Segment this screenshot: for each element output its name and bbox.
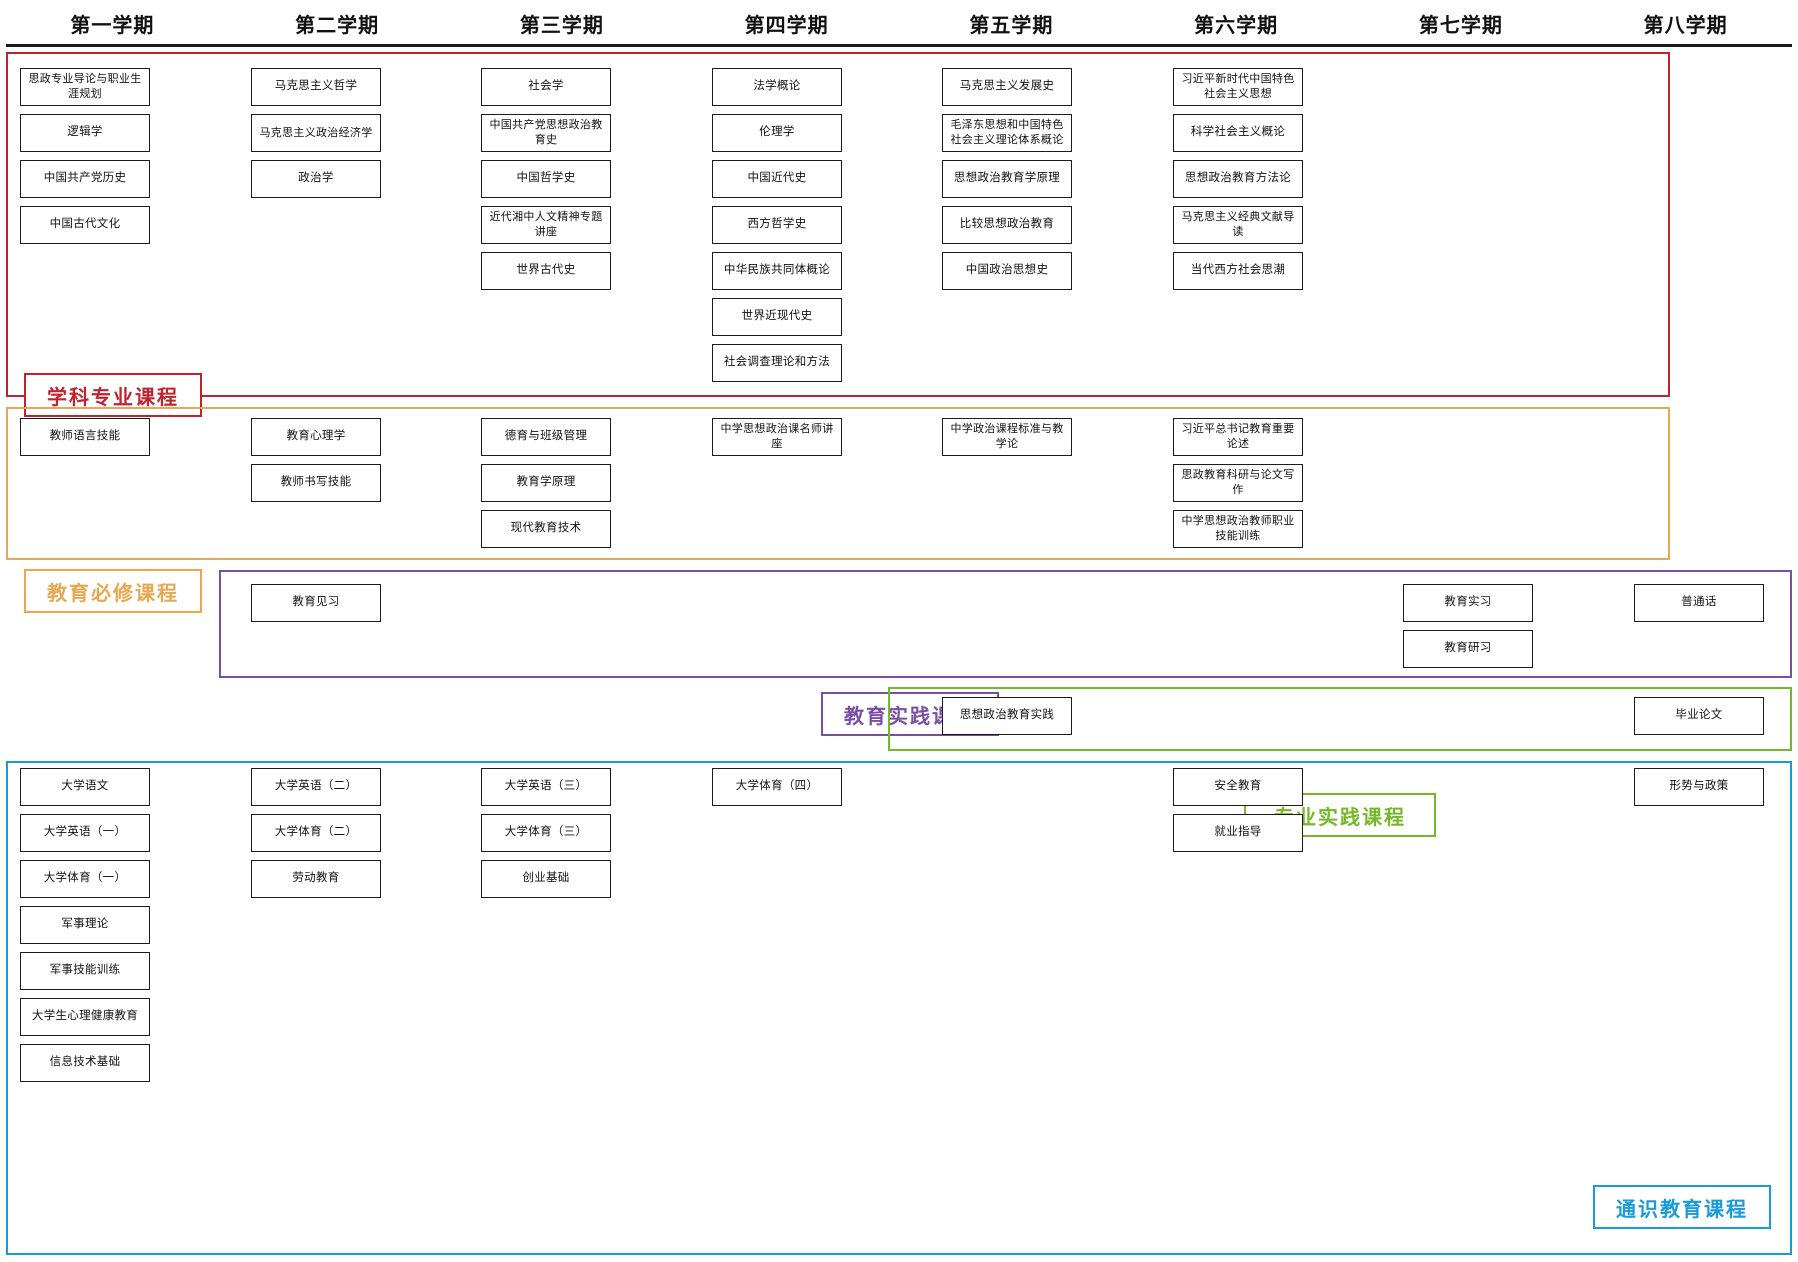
course-box[interactable]: 大学语文 [20,768,150,806]
course-box[interactable]: 大学体育（二） [251,814,381,852]
group-label-education-required: 教育必修课程 [24,569,202,613]
course-box[interactable]: 世界古代史 [481,252,611,290]
semester-header-row: 第一学期 第二学期 第三学期 第四学期 第五学期 第六学期 第七学期 第八学期 [0,0,1798,46]
course-box[interactable]: 法学概论 [712,68,842,106]
course-box[interactable]: 中国近代史 [712,160,842,198]
course-box[interactable]: 马克思主义经典文献导读 [1173,206,1303,244]
course-box[interactable]: 德育与班级管理 [481,418,611,456]
group-label-general-education: 通识教育课程 [1593,1185,1771,1229]
course-box[interactable]: 思政教育科研与论文写作 [1173,464,1303,502]
course-box[interactable]: 中国政治思想史 [942,252,1072,290]
course-box[interactable]: 马克思主义发展史 [942,68,1072,106]
course-box[interactable]: 思政专业导论与职业生涯规划 [20,68,150,106]
course-box[interactable]: 安全教育 [1173,768,1303,806]
course-box[interactable]: 中华民族共同体概论 [712,252,842,290]
course-box[interactable]: 近代湘中人文精神专题讲座 [481,206,611,244]
group-frame-education-required [6,407,1670,560]
course-box[interactable]: 中学思想政治课名师讲座 [712,418,842,456]
course-box[interactable]: 习近平总书记教育重要论述 [1173,418,1303,456]
course-box[interactable]: 教育实习 [1403,584,1533,622]
course-box[interactable]: 现代教育技术 [481,510,611,548]
course-box[interactable]: 教师书写技能 [251,464,381,502]
course-box[interactable]: 思想政治教育方法论 [1173,160,1303,198]
group-frame-education-practice [219,570,1792,678]
course-box[interactable]: 创业基础 [481,860,611,898]
course-box[interactable]: 中国共产党历史 [20,160,150,198]
course-box[interactable]: 大学体育（四） [712,768,842,806]
course-box[interactable]: 中国古代文化 [20,206,150,244]
course-box[interactable]: 普通话 [1634,584,1764,622]
course-box[interactable]: 伦理学 [712,114,842,152]
course-box[interactable]: 大学体育（三） [481,814,611,852]
semester-header-3: 第三学期 [519,14,604,37]
course-box[interactable]: 中国哲学史 [481,160,611,198]
semester-header-2: 第二学期 [295,14,380,37]
course-box[interactable]: 教育心理学 [251,418,381,456]
course-box[interactable]: 劳动教育 [251,860,381,898]
group-label-major-practice: 专业实践课程 [1244,793,1436,837]
course-box[interactable]: 科学社会主义概论 [1173,114,1303,152]
semester-header-5: 第五学期 [969,14,1054,37]
semester-header-6: 第六学期 [1194,14,1279,37]
course-box[interactable]: 毕业论文 [1634,697,1764,735]
course-box[interactable]: 世界近现代史 [712,298,842,336]
course-box[interactable]: 比较思想政治教育 [942,206,1072,244]
course-box[interactable]: 当代西方社会思潮 [1173,252,1303,290]
course-box[interactable]: 形势与政策 [1634,768,1764,806]
course-box[interactable]: 教育研习 [1403,630,1533,668]
course-box[interactable]: 社会调查理论和方法 [712,344,842,382]
course-box[interactable]: 军事技能训练 [20,952,150,990]
course-box[interactable]: 政治学 [251,160,381,198]
group-frame-major-practice [888,687,1792,751]
course-box[interactable]: 马克思主义哲学 [251,68,381,106]
course-box[interactable]: 大学体育（一） [20,860,150,898]
group-label-subject-major: 学科专业课程 [24,373,202,417]
course-box[interactable]: 大学英语（二） [251,768,381,806]
course-box[interactable]: 社会学 [481,68,611,106]
course-box[interactable]: 大学英语（一） [20,814,150,852]
group-frame-subject-major [6,52,1670,397]
course-box[interactable]: 大学生心理健康教育 [20,998,150,1036]
course-box[interactable]: 中国共产党思想政治教育史 [481,114,611,152]
course-box[interactable]: 信息技术基础 [20,1044,150,1082]
course-box[interactable]: 中学政治课程标准与教学论 [942,418,1072,456]
course-box[interactable]: 习近平新时代中国特色社会主义思想 [1173,68,1303,106]
course-box[interactable]: 教师语言技能 [20,418,150,456]
course-box[interactable]: 大学英语（三） [481,768,611,806]
course-box[interactable]: 教育见习 [251,584,381,622]
semester-header-4: 第四学期 [744,14,829,37]
group-frame-general-education [6,761,1792,1255]
header-divider-rule [6,44,1792,47]
course-box[interactable]: 军事理论 [20,906,150,944]
semester-header-1: 第一学期 [70,14,155,37]
semester-header-8: 第八学期 [1643,14,1728,37]
course-box[interactable]: 就业指导 [1173,814,1303,852]
course-box[interactable]: 教育学原理 [481,464,611,502]
course-box[interactable]: 马克思主义政治经济学 [251,114,381,152]
course-box[interactable]: 西方哲学史 [712,206,842,244]
semester-header-7: 第七学期 [1418,14,1503,37]
course-box[interactable]: 思想政治教育实践 [942,697,1072,735]
course-box[interactable]: 逻辑学 [20,114,150,152]
course-box[interactable]: 中学思想政治教师职业技能训练 [1173,510,1303,548]
course-box[interactable]: 思想政治教育学原理 [942,160,1072,198]
course-box[interactable]: 毛泽东思想和中国特色社会主义理论体系概论 [942,114,1072,152]
